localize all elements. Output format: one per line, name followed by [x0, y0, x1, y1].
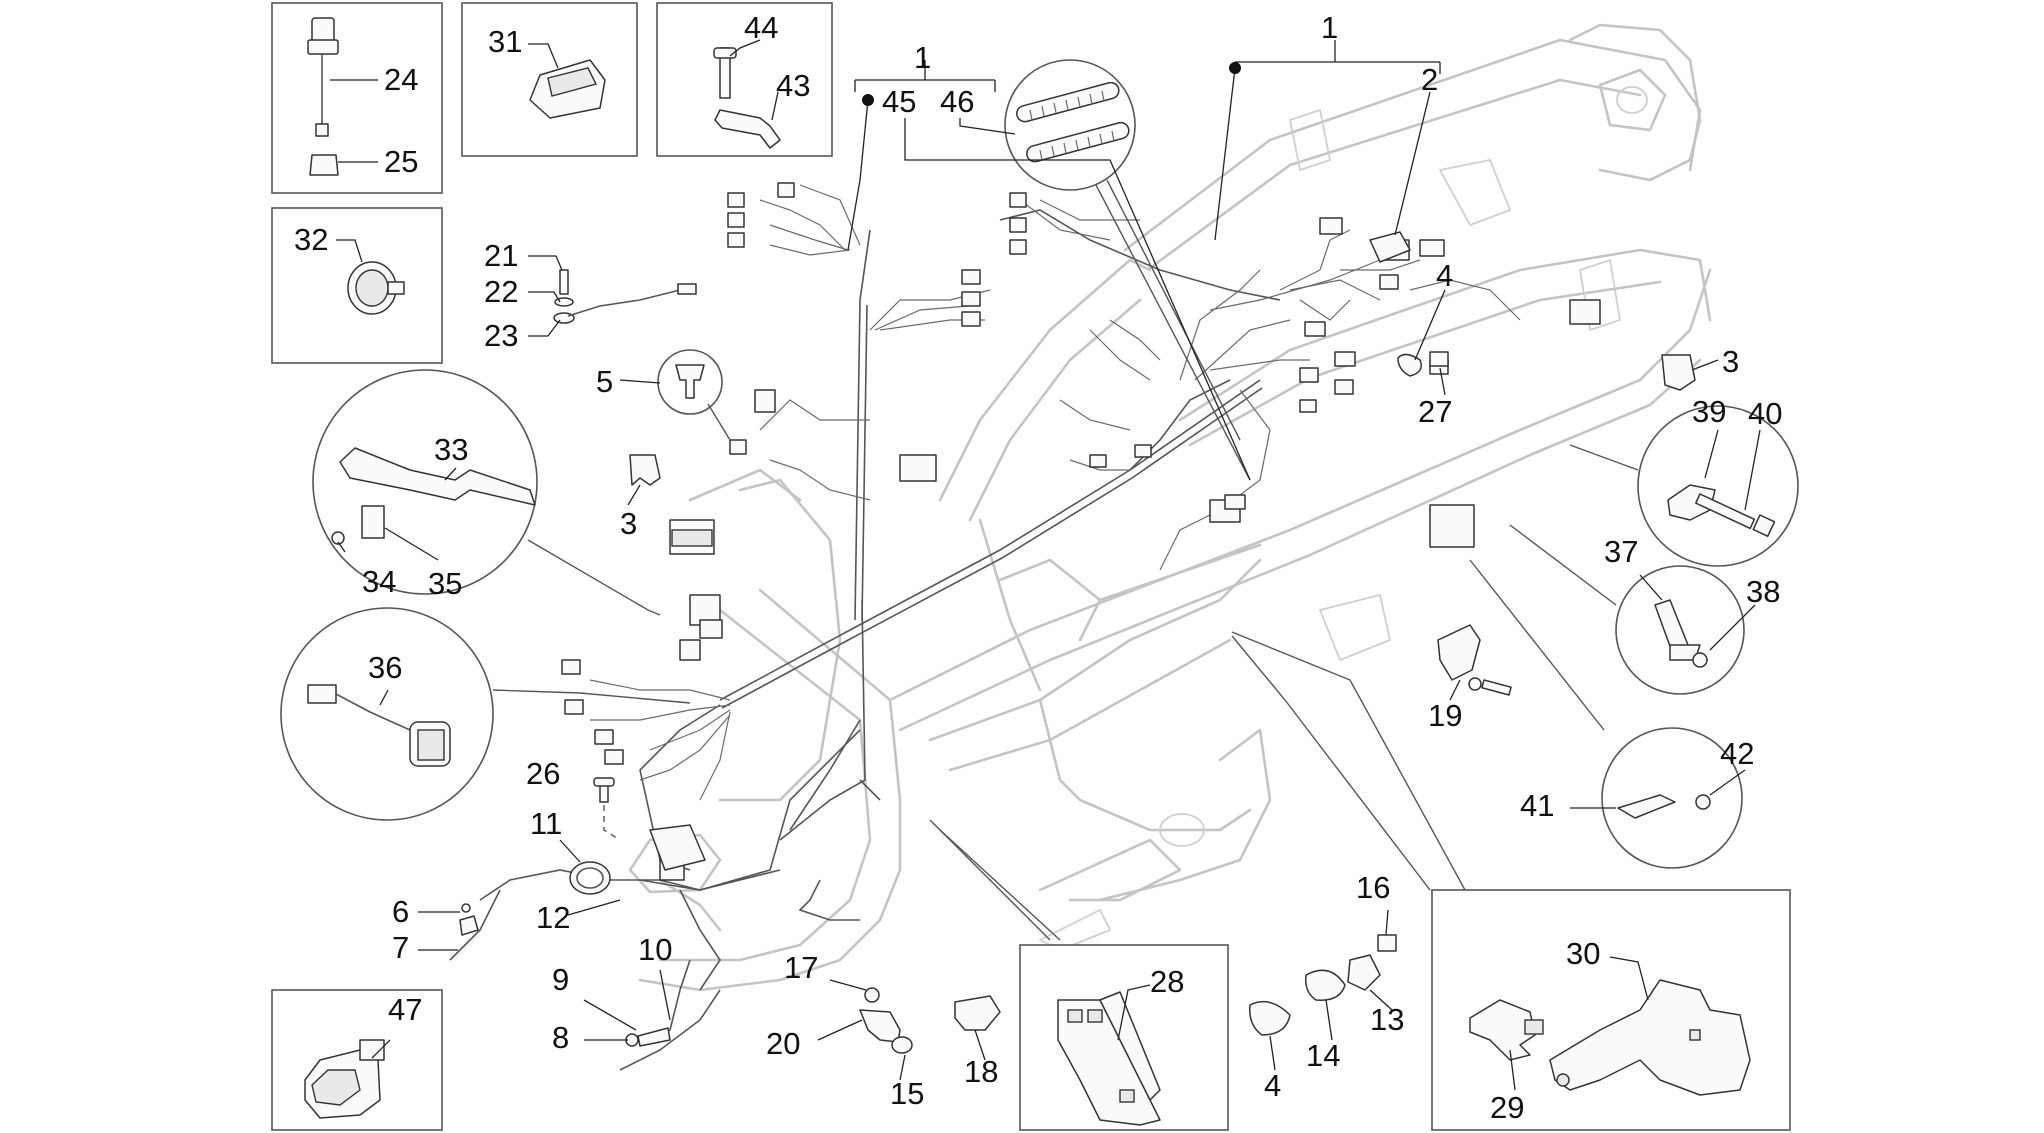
callout-4: 4: [1436, 258, 1453, 293]
callout-3: 3: [620, 506, 637, 541]
callout-10: 10: [638, 932, 672, 967]
callout-27: 27: [1418, 394, 1452, 429]
inset-box-32: [271, 207, 443, 364]
inset-box-31: [461, 2, 638, 157]
callout-34: 34: [362, 564, 396, 599]
callout-8: 8: [552, 1020, 569, 1055]
callout-41: 41: [1520, 788, 1554, 823]
inset-box-28: [1019, 944, 1229, 1131]
inset-circle-37-38: [1509, 524, 1756, 695]
inset-box-47: [271, 989, 443, 1131]
callout-7: 7: [392, 930, 409, 965]
callout-26: 26: [526, 756, 560, 791]
callout-18: 18: [964, 1054, 998, 1089]
callout-9: 9: [552, 962, 569, 997]
inset-circle-41-42: [1469, 559, 1746, 869]
callout-46: 46: [940, 84, 974, 119]
loose-parts: [418, 91, 1719, 1081]
callout-3: 3: [1722, 344, 1739, 379]
inset-circle-33-35: [312, 369, 661, 616]
inset-box-24-25: [271, 2, 443, 194]
callout-17: 17: [784, 950, 818, 985]
callout-31: 31: [488, 24, 522, 59]
callout-23: 23: [484, 318, 518, 353]
callout-33: 33: [434, 432, 468, 467]
callout-43: 43: [776, 68, 810, 103]
callout-14: 14: [1306, 1038, 1340, 1073]
callout-40: 40: [1748, 396, 1782, 431]
callout-12: 12: [536, 900, 570, 935]
inset-circle-5: [619, 349, 731, 441]
callout-44: 44: [744, 10, 778, 45]
callout-36: 36: [368, 650, 402, 685]
callout-19: 19: [1428, 698, 1462, 733]
callout-labels: 1 1 2 3 3 4 4 5 6 7 8 9 10 11 12 13 14 1…: [294, 10, 1782, 1125]
callout-35: 35: [428, 566, 462, 601]
callout-29: 29: [1490, 1090, 1524, 1125]
callout-38: 38: [1746, 574, 1780, 609]
callout-1: 1: [914, 40, 931, 75]
inset-box-29-30: [1431, 889, 1791, 1131]
inset-circle-39-40: [1569, 405, 1799, 567]
callout-13: 13: [1370, 1002, 1404, 1037]
callout-42: 42: [1720, 736, 1754, 771]
inset-box-43-44: [656, 2, 833, 157]
callout-4: 4: [1264, 1068, 1281, 1103]
main-wiring-harness: [449, 184, 1521, 1071]
callout-47: 47: [388, 992, 422, 1027]
callout-20: 20: [766, 1026, 800, 1061]
callout-2: 2: [1421, 62, 1438, 97]
callout-11: 11: [530, 806, 562, 841]
callout-15: 15: [890, 1076, 924, 1111]
callout-30: 30: [1566, 936, 1600, 971]
callout-5: 5: [596, 364, 613, 399]
callout-24: 24: [384, 62, 418, 97]
inset-circle-45-46: [1004, 59, 1251, 481]
inset-circle-36: [280, 607, 691, 821]
callout-22: 22: [484, 274, 518, 309]
callout-37: 37: [1604, 534, 1638, 569]
inset-pointer-lines: [929, 631, 1466, 941]
callout-21: 21: [484, 238, 518, 273]
harness-connectors: [561, 182, 1601, 881]
callout-45: 45: [882, 84, 916, 119]
scooter-frame: [628, 23, 1712, 992]
callout-6: 6: [392, 894, 409, 929]
callout-1: 1: [1321, 10, 1338, 45]
group-brackets: [847, 40, 1441, 481]
callout-39: 39: [1692, 394, 1726, 429]
callout-25: 25: [384, 144, 418, 179]
callout-32: 32: [294, 222, 328, 257]
callout-28: 28: [1150, 964, 1184, 999]
callout-16: 16: [1356, 870, 1390, 905]
